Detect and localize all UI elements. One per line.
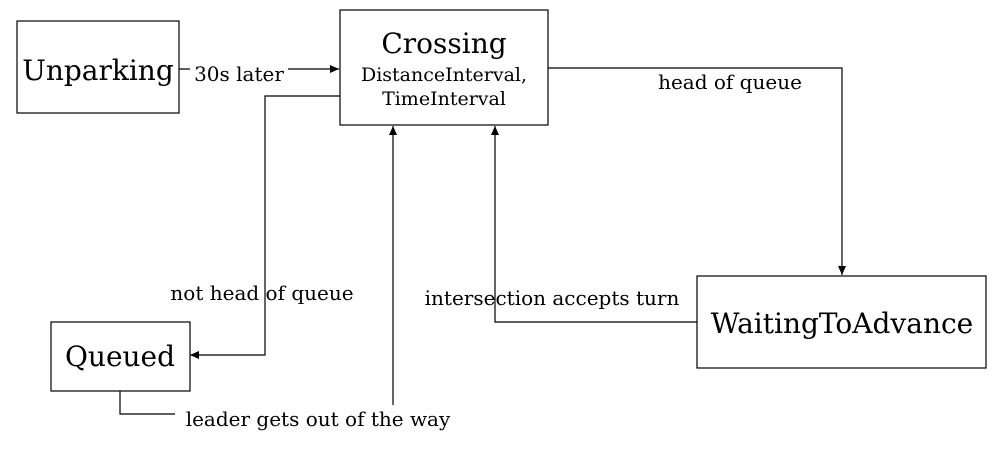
node-waiting-box [696, 275, 987, 369]
edge-label-leader-gets-out-of-the-way: leader gets out of the way [186, 407, 451, 431]
node-crossing-label: Crossing [381, 27, 506, 60]
edge-queued-to-crossing [119, 126, 393, 415]
node-crossing-sub-2: TimeInterval [382, 88, 506, 110]
edge-label-30s-later: 30s later [194, 62, 284, 86]
edge-crossing-to-queued [190, 95, 340, 359]
edge-crossing-to-waiting [548, 67, 846, 275]
edge-label-not-head-of-queue: not head of queue [170, 281, 353, 305]
node-unparking: Unparking [16, 20, 180, 114]
node-queued-box [50, 321, 191, 392]
node-queued: Queued [50, 321, 191, 392]
node-unparking-label: Unparking [22, 54, 174, 87]
edge-label-head-of-queue: head of queue [658, 70, 802, 94]
node-waiting-label: WaitingToAdvance [711, 307, 973, 340]
node-queued-label: Queued [65, 340, 175, 373]
node-crossing-sub-1: DistanceInterval, [361, 64, 527, 86]
node-crossing-box [339, 9, 549, 126]
node-unparking-box [16, 20, 180, 114]
edge-label-intersection-accepts-turn: intersection accepts turn [425, 286, 680, 310]
node-crossing: Crossing DistanceInterval, TimeInterval [339, 9, 549, 126]
node-waiting-to-advance: WaitingToAdvance [696, 275, 987, 369]
edge-waiting-to-crossing [491, 126, 697, 323]
